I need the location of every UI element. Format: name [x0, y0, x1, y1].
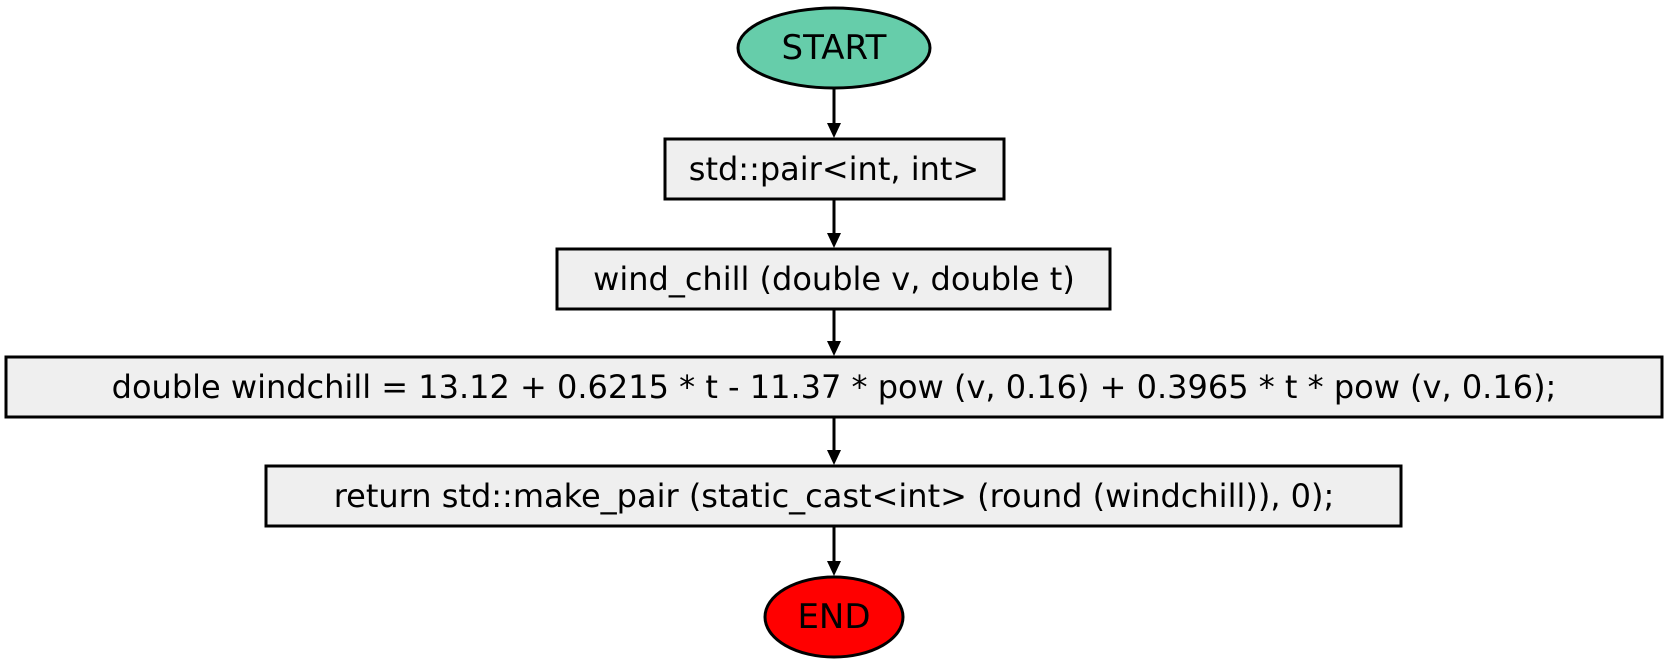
start-label: START [782, 28, 887, 68]
end-ellipse [763, 575, 905, 659]
arrowhead-icon [827, 561, 841, 576]
signature-node: wind_chill (double v, double t) [555, 247, 1112, 311]
arrowhead-icon [827, 123, 841, 138]
return-box [264, 464, 1403, 528]
return-type-box [663, 137, 1006, 201]
arrowhead-icon [827, 341, 841, 356]
arrowhead-icon [827, 233, 841, 248]
end-label: END [797, 597, 870, 637]
flowchart-edges [827, 89, 841, 576]
arrowhead-icon [827, 450, 841, 465]
return-type-label: std::pair<int, int> [689, 150, 979, 188]
signature-label: wind_chill (double v, double t) [593, 260, 1075, 298]
compute-box [4, 355, 1664, 419]
return-type-node: std::pair<int, int> [663, 137, 1006, 201]
compute-node: double windchill = 13.12 + 0.6215 * t - … [4, 355, 1664, 419]
edge-signature-to-compute [827, 310, 841, 356]
start-node: START [736, 6, 932, 90]
return-label: return std::make_pair (static_cast<int> … [334, 477, 1335, 515]
return-node: return std::make_pair (static_cast<int> … [264, 464, 1403, 528]
start-ellipse [736, 6, 932, 90]
edge-start-to-return-type [827, 89, 841, 138]
edge-return-to-end [827, 527, 841, 576]
end-node: END [763, 575, 905, 659]
edge-compute-to-return [827, 418, 841, 465]
edge-return-type-to-signature [827, 200, 841, 248]
compute-label: double windchill = 13.12 + 0.6215 * t - … [112, 368, 1557, 406]
signature-box [555, 247, 1112, 311]
